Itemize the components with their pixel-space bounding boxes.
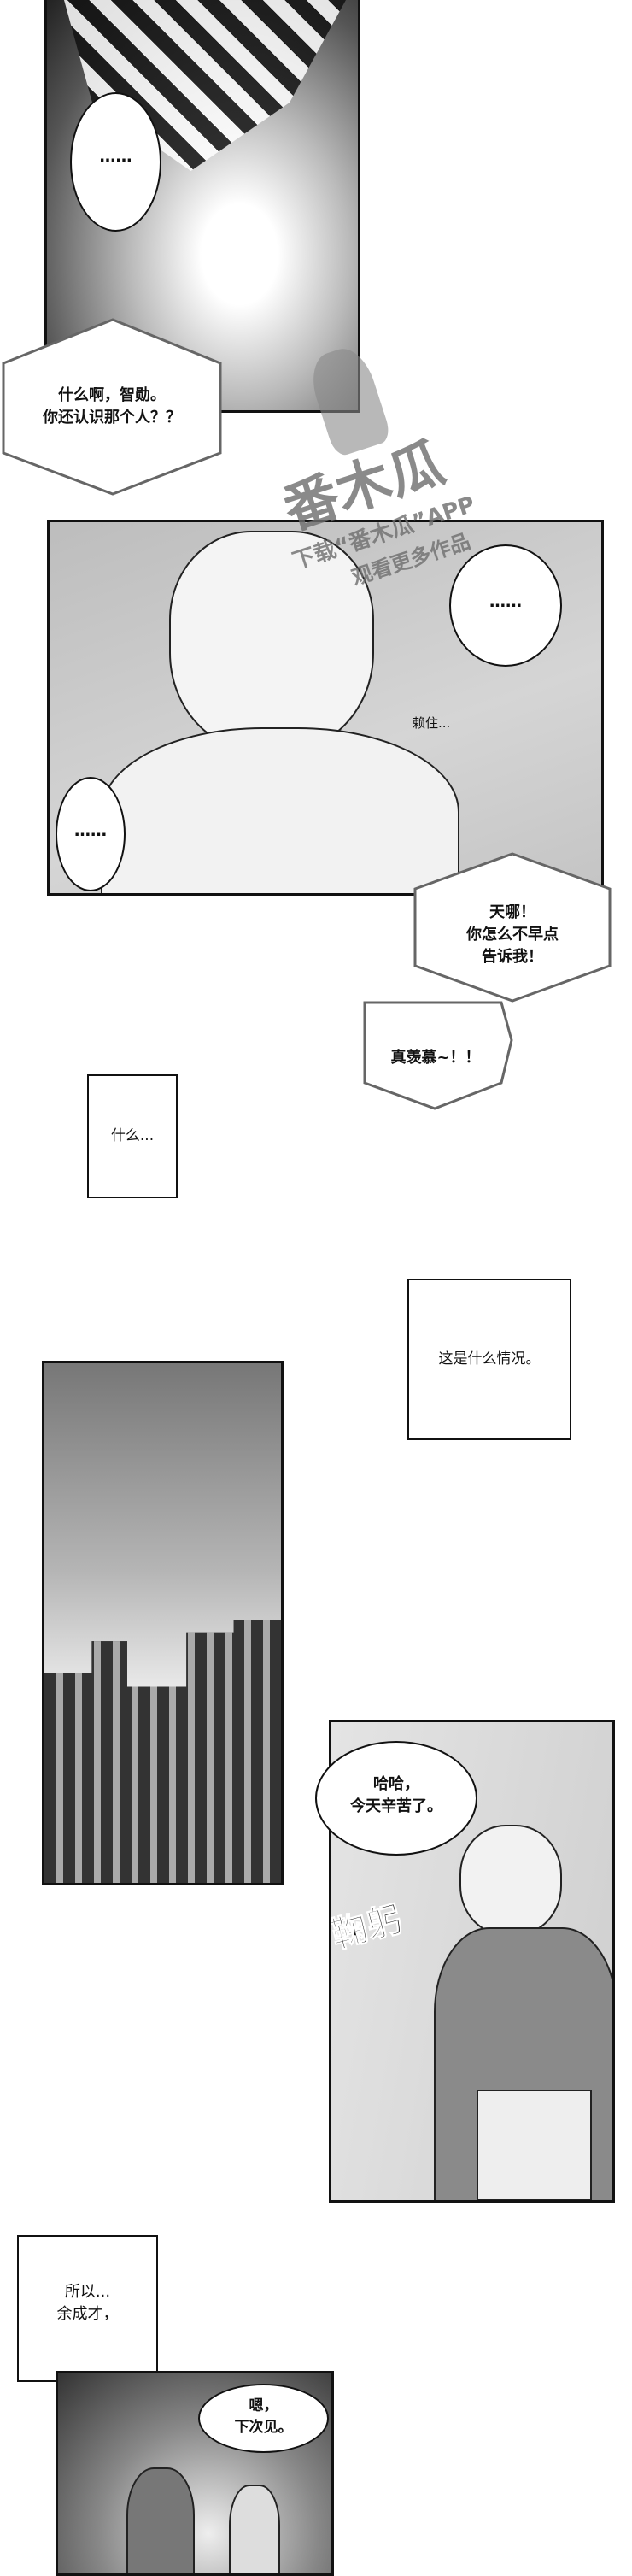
character-2	[229, 2485, 280, 2573]
character-body	[101, 727, 459, 893]
speech-bubble: ……	[70, 92, 161, 232]
caption-text: 什么啊，智勋。 你还认识那个人？？	[43, 386, 181, 427]
speech-bubble: ……	[56, 777, 126, 891]
caption-text: 真羡慕~！！	[390, 1049, 481, 1067]
speech-bubble: 嗯， 下次见。	[198, 2384, 329, 2453]
caption-box: 这是什么情况。	[407, 1279, 571, 1440]
speech-bubble: ……	[449, 544, 562, 667]
character-face	[169, 531, 374, 753]
buildings	[44, 1620, 281, 1883]
speech-bubble: 哈哈， 今天辛苦了。	[315, 1741, 477, 1856]
sfx-text: 赖住...	[413, 715, 451, 731]
character-1	[126, 2467, 195, 2573]
caption-text: 天哪！ 你怎么不早点 告诉我！	[466, 903, 559, 967]
caption-box: 什么...	[87, 1074, 178, 1198]
comic-panel-2: 赖住...	[47, 520, 604, 896]
character-head	[459, 1825, 562, 1936]
hexagon-caption-3	[363, 1001, 513, 1110]
hexagon-caption-2	[413, 852, 612, 1003]
hexagon-caption-1	[2, 318, 222, 496]
folder	[477, 2090, 592, 2200]
city-skyline-panel	[42, 1361, 284, 1885]
sfx-text: 鞠躬	[329, 1897, 407, 1957]
caption-box: 所以... 余成才，	[17, 2235, 158, 2382]
